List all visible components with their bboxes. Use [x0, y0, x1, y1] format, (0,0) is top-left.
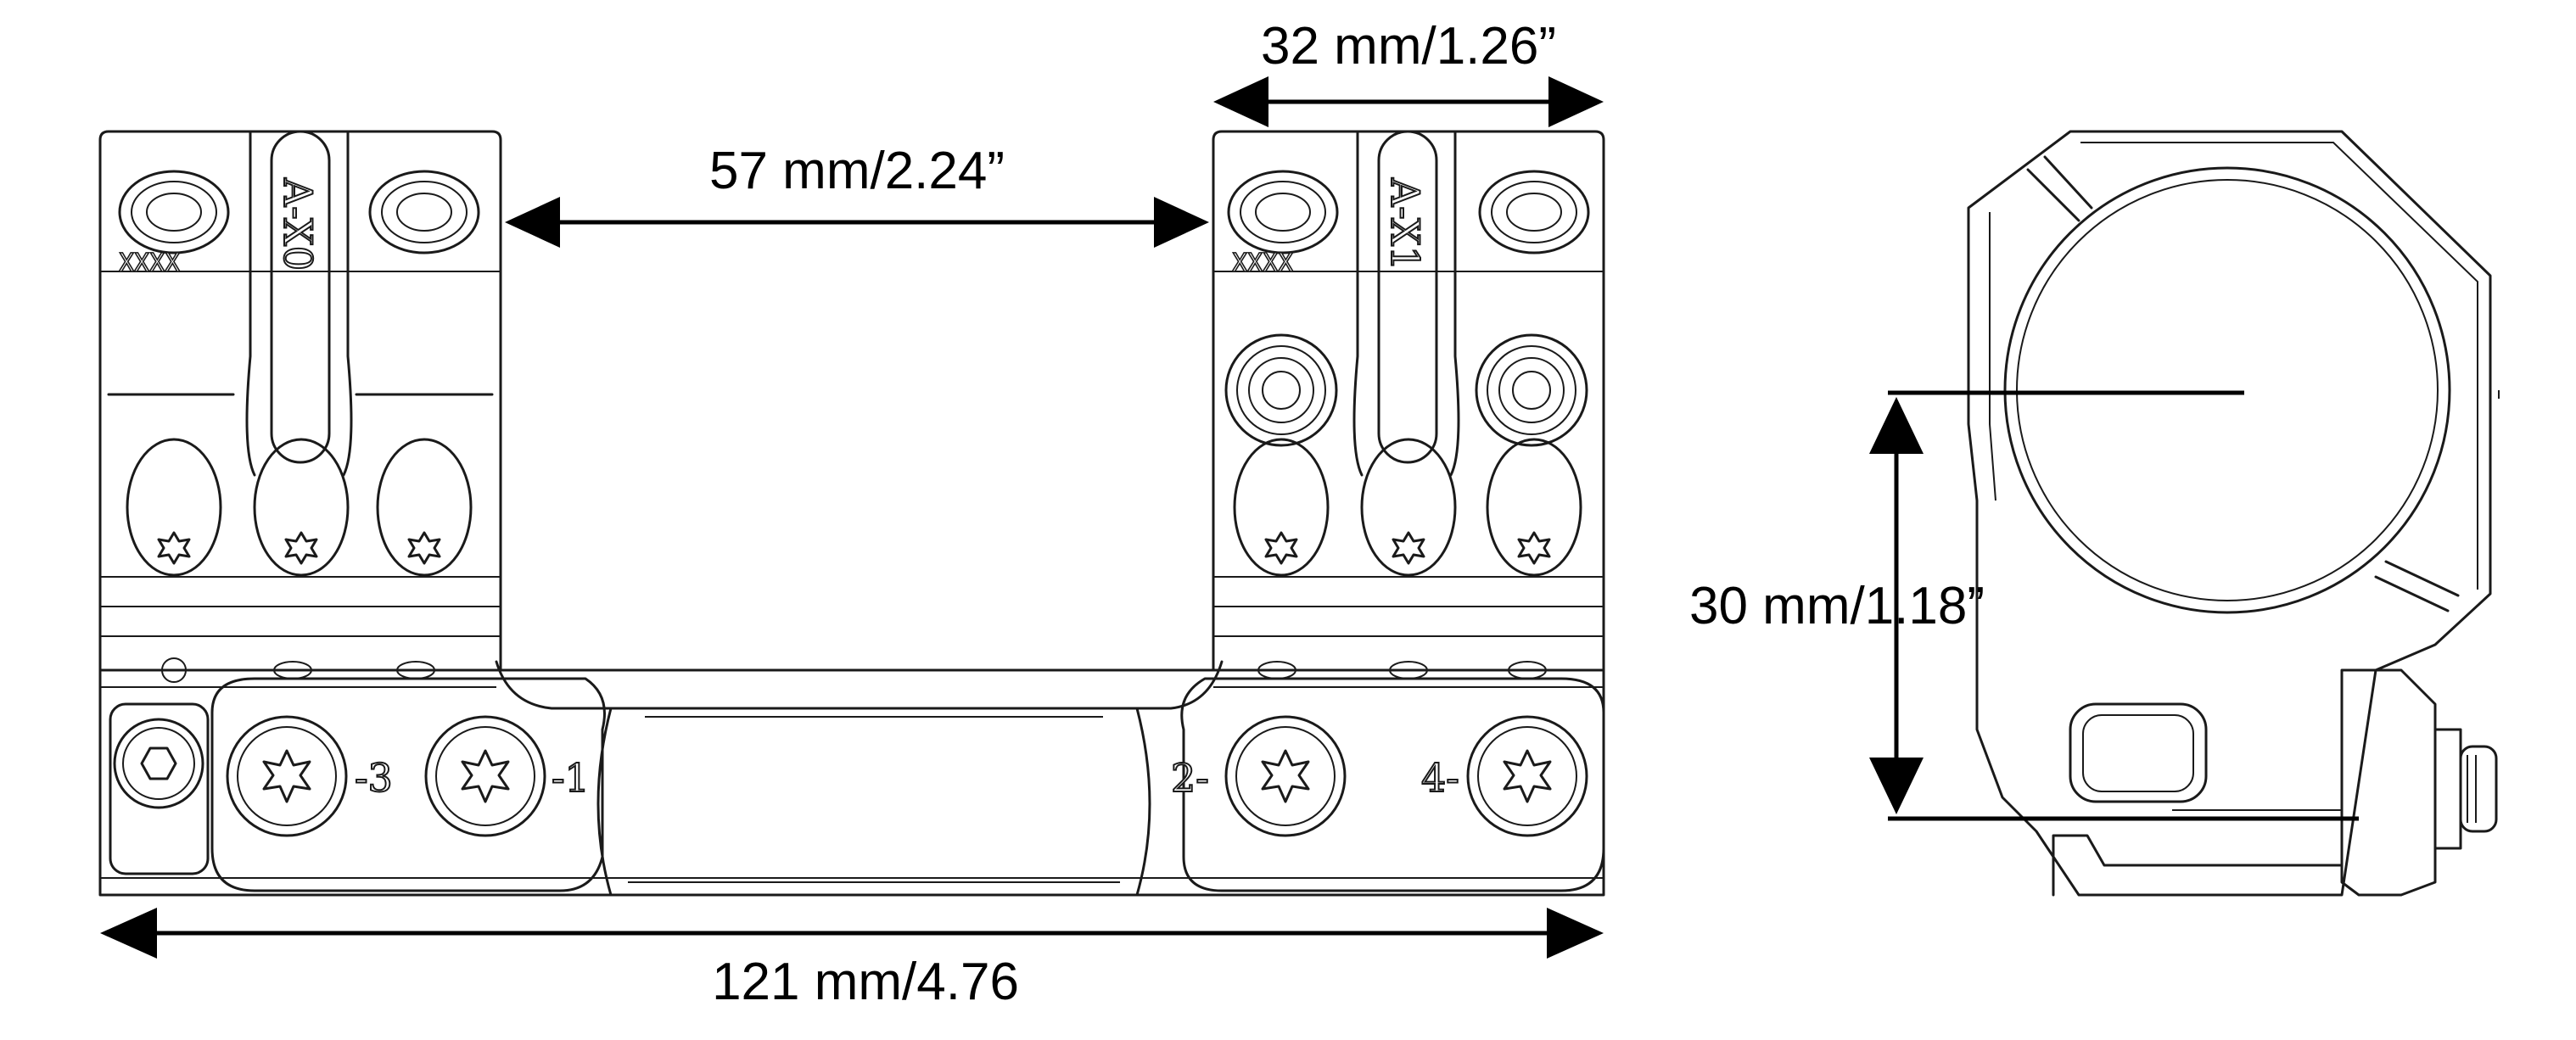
round-screw-icon — [1224, 333, 1338, 447]
torx-recess-icon — [1233, 438, 1330, 577]
torx-recess-icon — [376, 438, 473, 577]
torx-screw-icon — [1224, 715, 1347, 837]
torx-screw-icon — [1466, 715, 1588, 837]
left-screw-plate: -3 -1 — [210, 677, 606, 892]
dimension-center-height: 30 mm/1.18” — [1689, 390, 2359, 821]
mount-saddle — [495, 660, 1224, 897]
screw-label-left-outer: -3 — [355, 755, 393, 801]
ring-screw-icon — [1478, 170, 1590, 254]
dimension-ring-spacing: 57 mm/2.24” — [505, 142, 1209, 248]
front-ring: A-X0 XXXX — [98, 130, 502, 679]
rear-ring: A-X1 XXXX — [1212, 130, 1605, 679]
center-height-label: 30 mm/1.18” — [1689, 577, 1985, 635]
screw-label-left-inner: -1 — [552, 755, 590, 801]
torx-recess-icon — [126, 438, 222, 577]
overall-length-label: 121 mm/4.76 — [712, 953, 1019, 1011]
torx-screw-icon — [226, 715, 348, 837]
dimension-overall-length: 121 mm/4.76 — [100, 908, 1604, 1011]
front-ring-label: A-X0 — [275, 177, 321, 271]
rear-serial-mark: XXXX — [1232, 249, 1293, 278]
torx-recess-icon — [1486, 438, 1582, 577]
mount-base — [98, 657, 1605, 897]
torx-recess-icon — [1360, 438, 1457, 577]
torx-recess-icon — [253, 438, 350, 577]
rear-ring-label: A-X1 — [1382, 177, 1428, 271]
screw-label-right-outer: 4- — [1421, 755, 1459, 801]
dimension-ring-width: 32 mm/1.26” — [1213, 17, 1604, 127]
front-serial-mark: XXXX — [119, 249, 180, 278]
side-view-ring — [1967, 130, 2500, 897]
ring-screw-icon — [118, 170, 230, 254]
hex-socket-icon — [140, 746, 177, 780]
ring-width-label: 32 mm/1.26” — [1261, 17, 1556, 75]
round-screw-icon — [1475, 333, 1588, 447]
torx-screw-icon — [424, 715, 546, 837]
right-screw-plate: 2- 4- — [1170, 677, 1605, 892]
ring-screw-icon — [1227, 170, 1339, 254]
screw-label-right-inner: 2- — [1171, 755, 1209, 801]
ring-screw-icon — [368, 170, 480, 254]
ring-spacing-label: 57 mm/2.24” — [709, 142, 1005, 200]
